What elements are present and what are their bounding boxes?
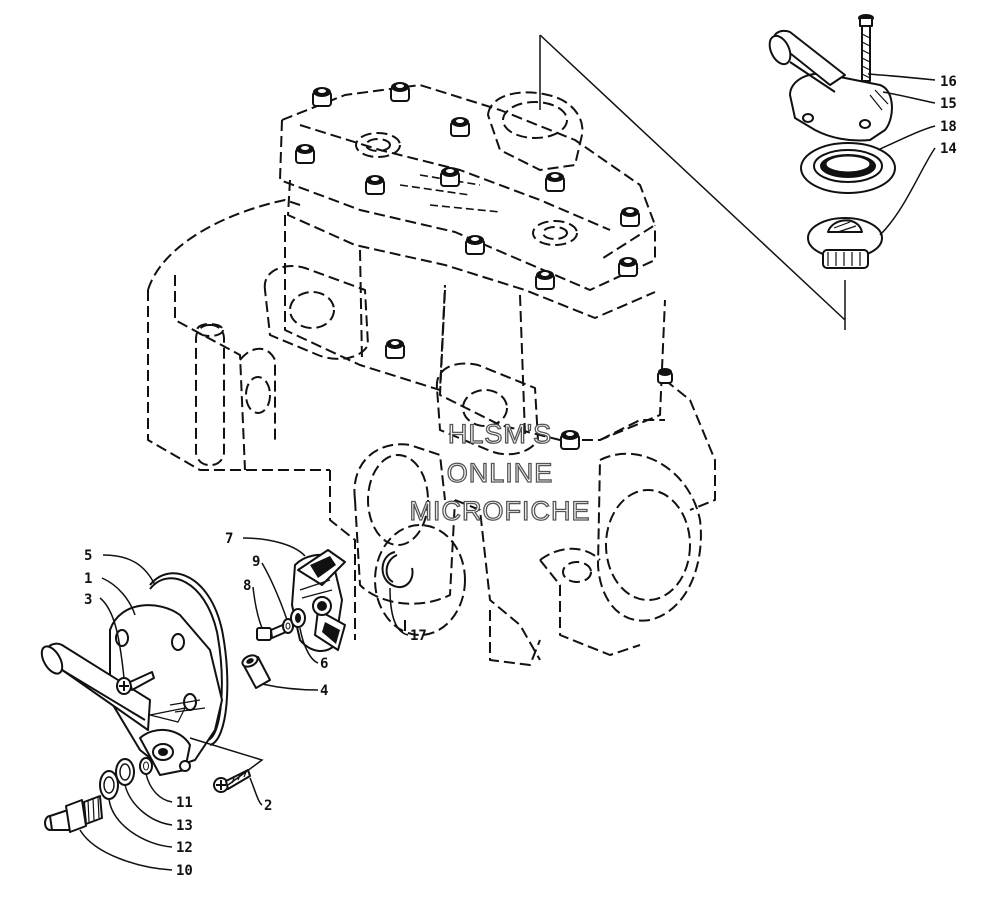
watermark: HLSM'S ONLINE MICROFICHE (409, 418, 591, 526)
callout-16: 16 (940, 74, 957, 90)
circlip-part (381, 551, 414, 588)
callout-14: 14 (940, 141, 957, 157)
callout-9: 9 (252, 554, 260, 570)
watermark-line-1: HLSM'S (448, 419, 552, 449)
callout-6: 6 (320, 656, 328, 672)
head-bolts (295, 82, 673, 450)
housing-screw-3-part (116, 671, 155, 695)
callout-2: 2 (264, 798, 272, 814)
callout-4: 4 (320, 683, 328, 699)
seal-ring-part (800, 142, 896, 194)
watermark-line-2: ONLINE (447, 458, 554, 488)
impeller-seal-part (290, 608, 306, 628)
thermostat-bolt-part (858, 14, 874, 82)
watermark-line-3: MICROFICHE (410, 496, 591, 526)
callout-3: 3 (84, 592, 92, 608)
callout-15: 15 (940, 96, 957, 112)
thermostat-housing-part (768, 29, 893, 142)
callout-12: 12 (176, 840, 193, 856)
sleeve-part (241, 654, 271, 689)
impeller-washer-part (282, 618, 294, 634)
callout-1: 1 (84, 571, 92, 587)
callout-5: 5 (84, 548, 92, 564)
callout-7: 7 (225, 531, 233, 547)
callout-11: 11 (176, 795, 193, 811)
callout-labels: 16 15 18 14 5 1 3 7 9 8 6 4 17 2 11 13 1… (84, 74, 957, 879)
callout-10: 10 (176, 863, 193, 879)
callout-8: 8 (243, 578, 251, 594)
washer-11-part (139, 757, 153, 775)
washer-13-part (115, 758, 135, 786)
impeller-part (291, 549, 346, 652)
thermostat-detail-lines (539, 34, 846, 330)
callout-13: 13 (176, 818, 193, 834)
callout-17: 17 (410, 628, 427, 644)
engine-outline (147, 84, 716, 666)
callout-18: 18 (940, 119, 957, 135)
temperature-sensor-part (44, 795, 103, 833)
pump-gasket-part (149, 572, 229, 746)
thermostat-part (807, 217, 883, 269)
leader-lines (79, 73, 936, 871)
